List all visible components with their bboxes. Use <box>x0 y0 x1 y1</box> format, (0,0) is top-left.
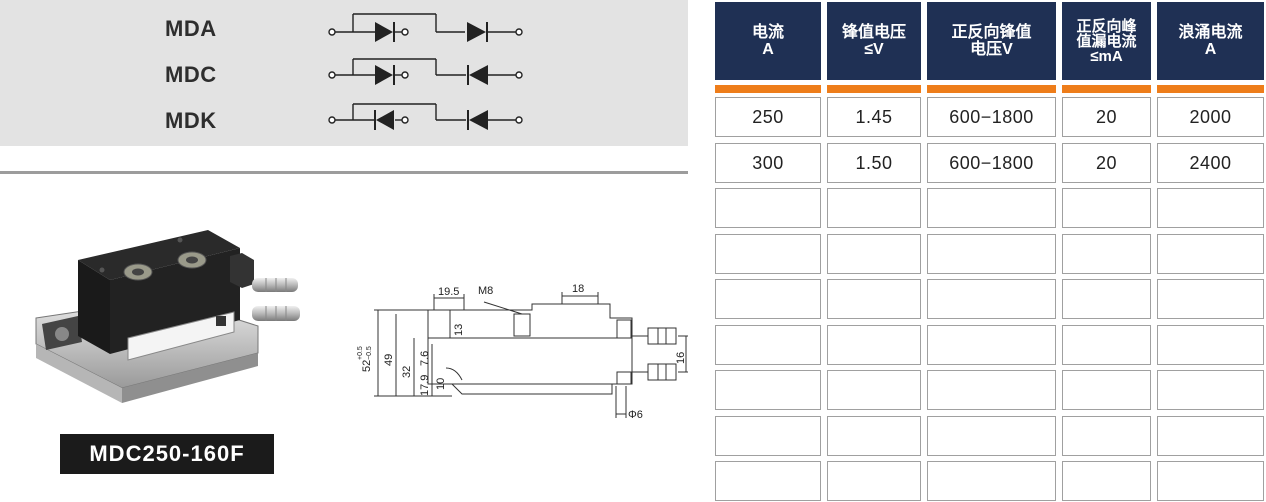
table-cell <box>1157 461 1264 501</box>
header-accent-bar <box>827 85 921 93</box>
header-accent-bar <box>927 85 1056 93</box>
circuit-types-box: MDA MDC MDK <box>0 0 688 146</box>
table-cell <box>715 416 821 456</box>
dim-32: 32 <box>401 366 413 378</box>
table-cell: 600−1800 <box>927 97 1056 137</box>
table-cell <box>1157 188 1264 228</box>
product-panel: MDA MDC MDK <box>0 0 688 474</box>
table-cell: 300 <box>715 143 821 183</box>
header-repetitive-voltage-line1: 正反向锋值 <box>951 24 1032 41</box>
dim-16: 16 <box>675 352 687 364</box>
table-cell <box>827 416 921 456</box>
header-accent-bar <box>1157 85 1264 93</box>
mdk-circuit-symbol <box>328 103 523 130</box>
header-leakage-current-line3: ≤mA <box>1090 47 1123 65</box>
header-repetitive-voltage-line2: 电压V <box>970 41 1013 58</box>
table-cell: 250 <box>715 97 821 137</box>
table-cell <box>827 188 921 228</box>
dim-m8: M8 <box>478 285 493 297</box>
table-cell <box>927 370 1056 410</box>
table-cell <box>715 188 821 228</box>
dim-17-9: 17.9 <box>419 375 431 396</box>
table-cell <box>715 279 821 319</box>
header-peak-voltage-line2: ≤V <box>864 41 884 58</box>
dim-18: 18 <box>572 283 584 295</box>
type-code-mda: MDA <box>165 16 217 41</box>
type-code-mdc: MDC <box>165 62 217 87</box>
header-current-line2: A <box>762 41 774 58</box>
dim-49: 49 <box>383 354 395 366</box>
header-repetitive-voltage: 正反向锋值电压V <box>927 2 1056 80</box>
header-leakage-current-line1: 正反向峰 <box>1076 17 1137 35</box>
table-cell <box>1062 325 1151 365</box>
table-cell <box>827 234 921 274</box>
table-cell <box>1062 461 1151 501</box>
dim-10: 10 <box>435 378 447 390</box>
table-cell <box>927 416 1056 456</box>
table-cell <box>715 325 821 365</box>
header-accent-bar <box>1062 85 1151 93</box>
table-cell <box>1062 279 1151 319</box>
table-cell <box>1062 416 1151 456</box>
dim-52-tol-minus: −0.5 <box>366 346 373 360</box>
type-code-mdk: MDK <box>165 108 217 133</box>
table-cell: 20 <box>1062 143 1151 183</box>
header-surge-current-line1: 浪涌电流 <box>1178 24 1243 41</box>
dim-13: 13 <box>453 324 465 336</box>
section-divider <box>0 171 688 174</box>
header-current-line1: 电流 <box>751 24 784 41</box>
table-cell <box>827 279 921 319</box>
table-cell <box>927 325 1056 365</box>
dim-19-5: 19.5 <box>438 286 459 298</box>
table-cell: 1.45 <box>827 97 921 137</box>
table-cell <box>715 370 821 410</box>
table-cell <box>715 234 821 274</box>
table-cell <box>927 279 1056 319</box>
dim-52-group: 52 +0.5 −0.5 <box>357 346 373 372</box>
header-surge-current-line2: A <box>1204 41 1217 58</box>
table-cell <box>1157 370 1264 410</box>
table-cell: 1.50 <box>827 143 921 183</box>
dim-52: 52 <box>361 360 373 372</box>
table-cell: 20 <box>1062 97 1151 137</box>
table-cell <box>827 325 921 365</box>
header-leakage-current-line2: 值漏电流 <box>1076 32 1137 50</box>
dim-52-tol-plus: +0.5 <box>357 346 364 360</box>
table-cell: 600−1800 <box>927 143 1056 183</box>
table-cell <box>1157 234 1264 274</box>
table-cell <box>927 234 1056 274</box>
mdc-circuit-symbol <box>328 58 523 85</box>
mda-circuit-symbol <box>328 13 523 42</box>
table-cell <box>827 461 921 501</box>
header-peak-voltage-line1: 锋值电压 <box>841 24 906 41</box>
header-peak-voltage: 锋值电压≤V <box>827 2 921 80</box>
table-cell <box>827 370 921 410</box>
table-cell <box>715 461 821 501</box>
table-cell <box>1157 416 1264 456</box>
header-leakage-current: 正反向峰值漏电流≤mA <box>1062 2 1151 80</box>
table-cell <box>1157 325 1264 365</box>
table-cell <box>1062 188 1151 228</box>
table-cell <box>1062 234 1151 274</box>
header-accent-bar <box>715 85 821 93</box>
table-cell <box>1062 370 1151 410</box>
product-photo <box>35 230 300 403</box>
table-cell: 2000 <box>1157 97 1264 137</box>
table-cell <box>927 461 1056 501</box>
model-label: MDC250-160F <box>60 434 274 474</box>
dim-phi-6: Φ6 <box>628 409 643 421</box>
table-cell <box>927 188 1056 228</box>
dimension-drawing: 19.5 M8 18 Φ6 52 +0.5 −0.5 49 32 7.6 17.… <box>357 283 688 421</box>
dim-7-6: 7.6 <box>419 351 431 366</box>
table-cell: 2400 <box>1157 143 1264 183</box>
table-cell <box>1157 279 1264 319</box>
